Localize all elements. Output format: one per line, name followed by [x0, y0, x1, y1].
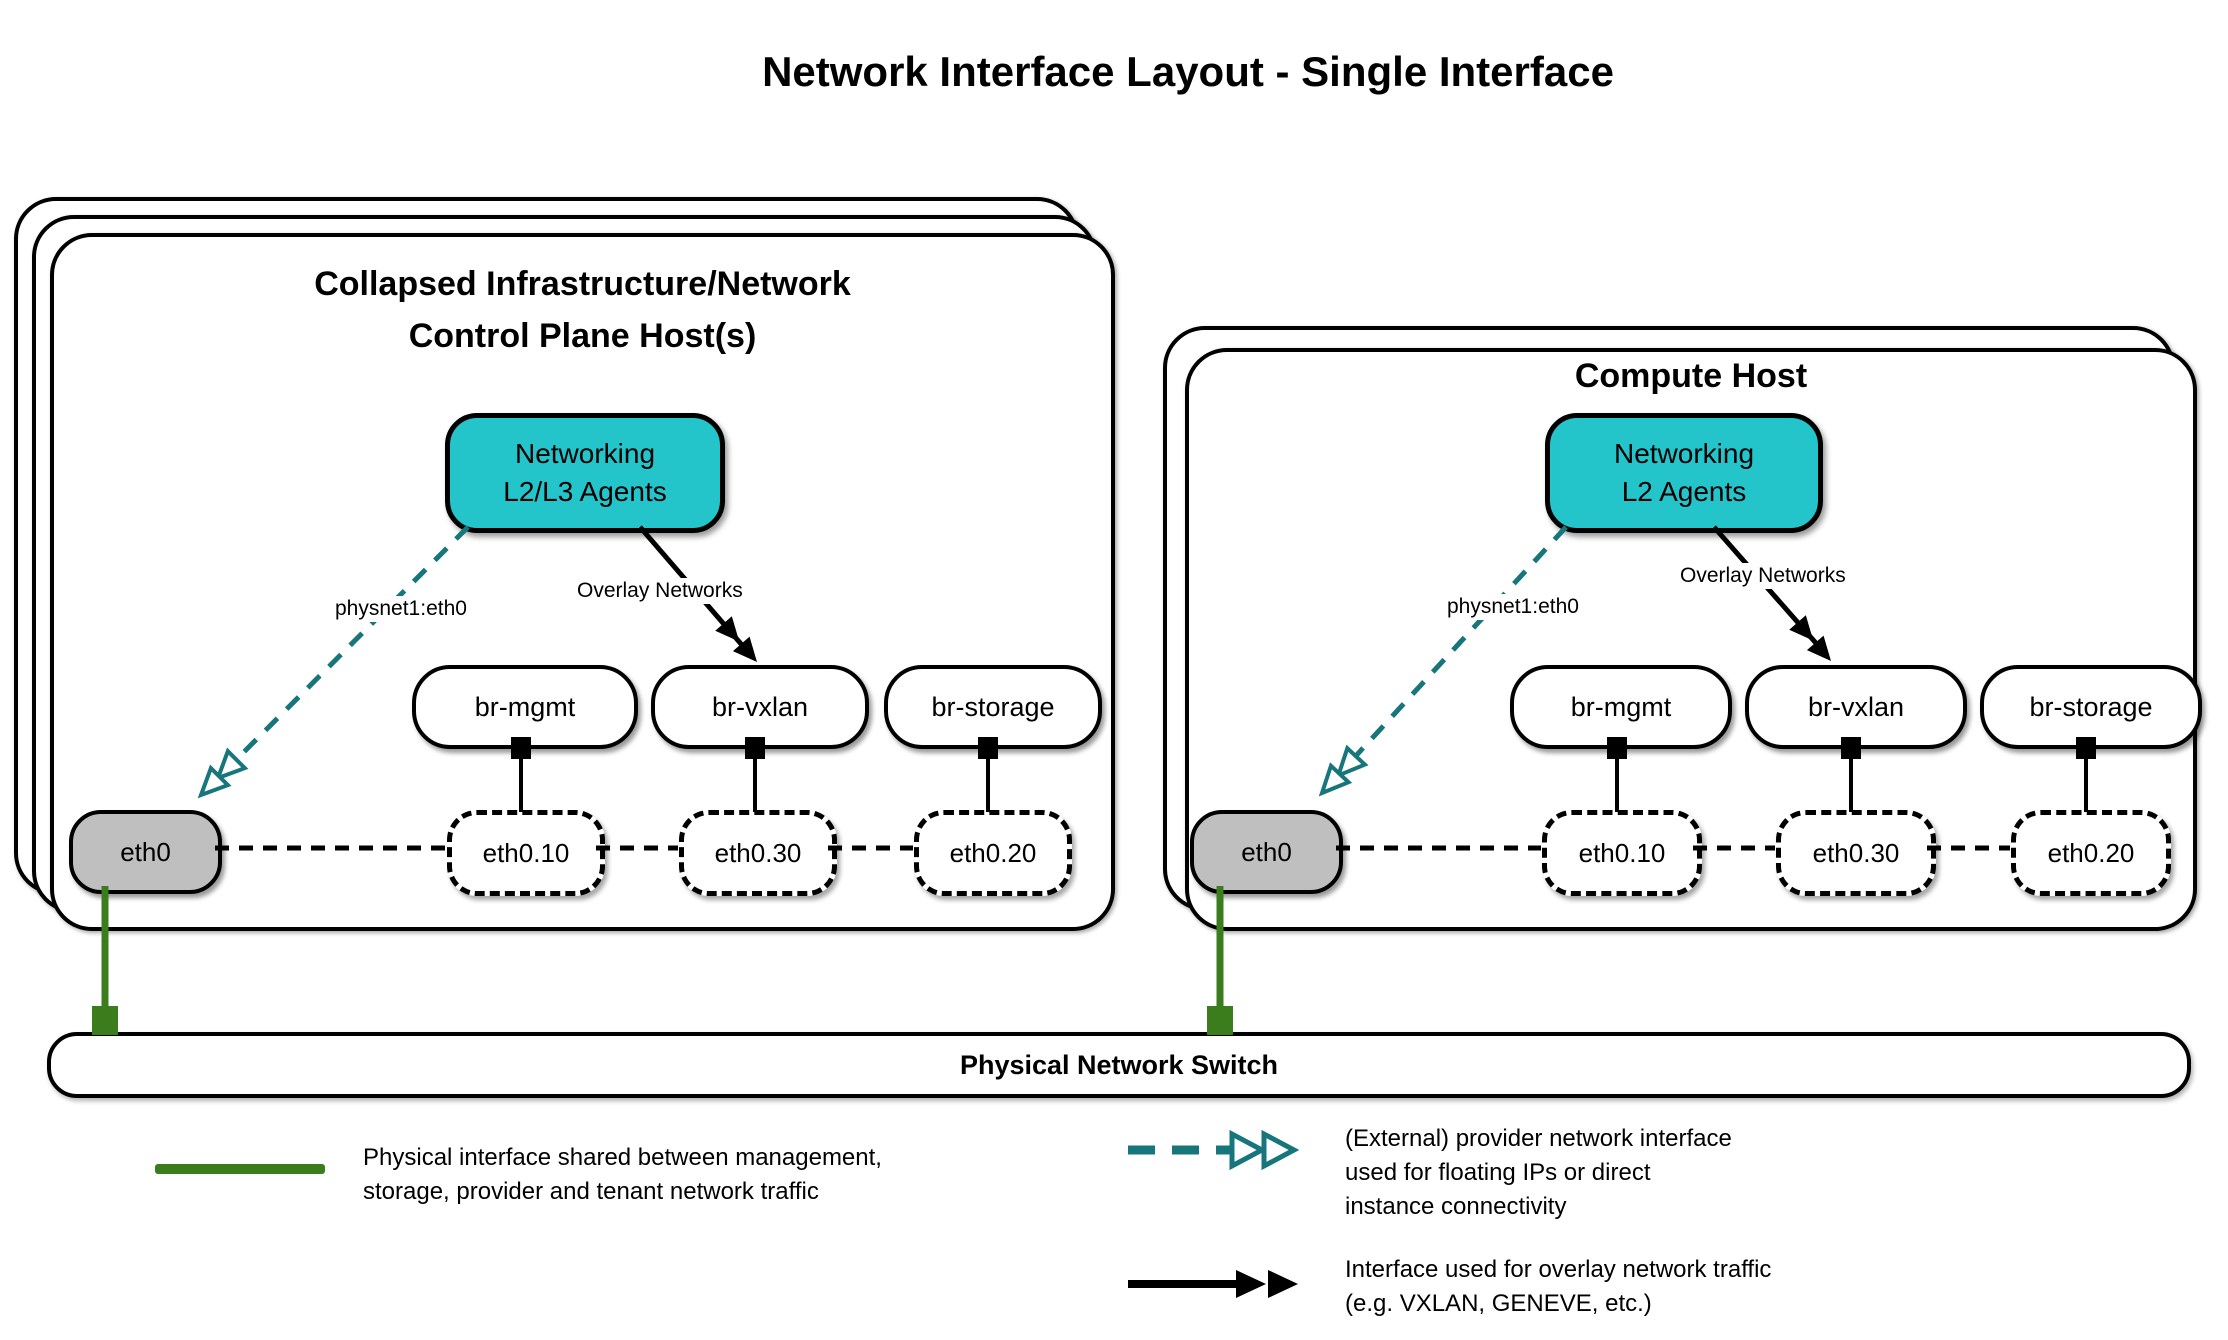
compute-host-title: Compute Host [1185, 350, 2197, 402]
legend-black-arrow-swatch [1128, 1270, 1298, 1298]
provider-network-label: physnet1:eth0 [1442, 594, 1584, 620]
diagram-title: Network Interface Layout - Single Interf… [762, 48, 1614, 95]
bridge-br-storage: br-storage [884, 665, 1102, 749]
legend-line: Physical interface shared between manage… [363, 1144, 882, 1171]
bridge-br-vxlan: br-vxlan [651, 665, 869, 749]
subinterface-eth0-20: eth0.20 [2011, 810, 2171, 896]
subinterface-eth0-10: eth0.10 [1542, 810, 1702, 896]
overlay-network-label: Overlay Networks [572, 578, 748, 604]
subinterface-eth0-30: eth0.30 [1776, 810, 1936, 896]
control-plane-host-title-line1: Collapsed Infrastructure/Network [314, 265, 851, 303]
control-plane-agent-box: Networking L2/L3 Agents [445, 413, 725, 533]
provider-network-label: physnet1:eth0 [330, 596, 472, 622]
legend-provider-interface-text: (External) provider network interface us… [1345, 1122, 1732, 1224]
subinterface-eth0-30: eth0.30 [679, 810, 837, 896]
interface-eth0: eth0 [1190, 810, 1343, 894]
agent-label-line2: L2/L3 Agents [503, 476, 667, 507]
overlay-network-label: Overlay Networks [1675, 563, 1851, 589]
bridge-br-mgmt: br-mgmt [412, 665, 638, 749]
subinterface-eth0-10: eth0.10 [447, 810, 605, 896]
bridge-br-mgmt: br-mgmt [1510, 665, 1732, 749]
switch-port [92, 1006, 118, 1035]
subinterface-eth0-20: eth0.20 [914, 810, 1072, 896]
compute-agent-box: Networking L2 Agents [1545, 413, 1823, 533]
bridge-br-storage: br-storage [1980, 665, 2202, 749]
compute-host-title-line1: Compute Host [1574, 357, 1808, 395]
control-plane-host-title-line2: Control Plane Host(s) [408, 317, 757, 355]
legend-line: Interface used for overlay network traff… [1345, 1256, 1772, 1283]
legend-overlay-interface-text: Interface used for overlay network traff… [1345, 1253, 1771, 1321]
legend-line: (External) provider network interface [1345, 1125, 1732, 1152]
agent-label-line1: Networking [514, 438, 656, 469]
legend-line: instance connectivity [1345, 1193, 1567, 1220]
legend-green-line-swatch [155, 1164, 325, 1174]
legend-teal-dashed-arrow-swatch [1128, 1129, 1300, 1171]
control-plane-host-title: Collapsed Infrastructure/Network Control… [50, 258, 1115, 362]
legend-line: storage, provider and tenant network tra… [363, 1178, 819, 1205]
switch-port [1207, 1006, 1233, 1035]
agent-label-line2: L2 Agents [1621, 476, 1747, 507]
legend-line: used for floating IPs or direct [1345, 1159, 1651, 1186]
interface-eth0: eth0 [69, 810, 222, 894]
legend-physical-interface-text: Physical interface shared between manage… [363, 1141, 882, 1209]
bridge-br-vxlan: br-vxlan [1745, 665, 1967, 749]
legend-line: (e.g. VXLAN, GENEVE, etc.) [1345, 1290, 1652, 1317]
agent-label-line1: Networking [1613, 438, 1755, 469]
physical-network-switch: Physical Network Switch [47, 1032, 2191, 1098]
